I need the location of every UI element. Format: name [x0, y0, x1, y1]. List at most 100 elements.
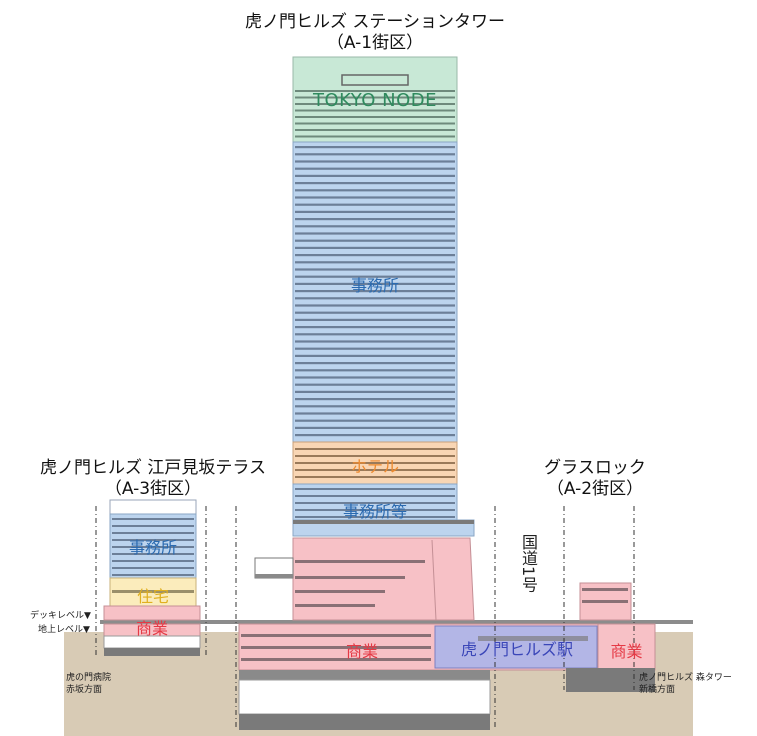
tower-top-section [292, 56, 458, 143]
floor-line [241, 634, 431, 637]
floor-line [112, 553, 194, 555]
floor-line [295, 167, 455, 170]
floor-line [295, 412, 455, 415]
terrace-commercial-label: 商業 [135, 619, 168, 638]
left-note-line1: 虎の門病院 [66, 673, 112, 683]
right-note-line2: 新橋方面 [639, 685, 676, 695]
floor-line [241, 658, 431, 661]
floor-line [295, 129, 455, 131]
floor-line [295, 462, 455, 464]
floor-line [295, 383, 455, 386]
floor-line [295, 560, 425, 563]
edomizaka-terrace-title-line1: 虎ノ門ヒルズ 江戸見坂テラス [39, 458, 267, 478]
floor-line [112, 525, 194, 527]
floor-line [295, 604, 375, 607]
floor-line [295, 90, 455, 92]
floor-line [112, 532, 194, 534]
floor-line [295, 122, 455, 125]
tower-commercial-label: 商業 [345, 642, 378, 661]
floor-line [295, 203, 455, 206]
route1-label: 国道1号 [519, 534, 538, 593]
glass-rock-title-line2: （A-2街区） [546, 479, 644, 499]
floor-line [295, 116, 455, 118]
floor-line [295, 246, 455, 249]
station-label: 虎ノ門ヒルズ駅 [460, 640, 573, 659]
deck-level-marker: デッキレベル▼ [30, 611, 91, 621]
station-tower [254, 56, 475, 621]
glass-rock-title-line1: グラスロック [544, 458, 646, 478]
floor-line [295, 376, 455, 379]
floor-line [295, 218, 455, 221]
edomizaka-terrace-title: 虎ノ門ヒルズ 江戸見坂テラス （A-3街区） [18, 458, 288, 500]
edomizaka-terrace-building [103, 499, 201, 656]
floor-line [295, 398, 455, 401]
floor-line [295, 495, 455, 497]
floor-line [295, 311, 455, 314]
floor-line [295, 333, 455, 336]
floor-line [295, 318, 455, 321]
tower-hotel-label: ホテル [350, 457, 399, 476]
floor-line [295, 347, 455, 350]
floor-line [112, 518, 194, 520]
glass-rock-building [566, 582, 656, 692]
floor-line [112, 546, 194, 548]
floor-line [295, 419, 455, 422]
right-note-line1: 虎ノ門ヒルズ 森タワー [639, 673, 732, 683]
floor-line [295, 590, 385, 593]
floor-line [295, 390, 455, 393]
floor-line [295, 369, 455, 372]
floor-line [112, 539, 194, 541]
floor-line [295, 103, 455, 105]
floor-line [295, 282, 455, 285]
floor-line [295, 146, 455, 149]
floor-line [295, 210, 455, 213]
floor-line [295, 448, 455, 450]
floor-line [295, 516, 455, 518]
floor-line [295, 488, 455, 490]
terrace-office-label: 事務所 [128, 538, 177, 557]
floor-line [112, 574, 194, 576]
floor-line [295, 426, 455, 429]
floor-line [295, 153, 455, 156]
station-tower-title: 虎ノ門ヒルズ ステーションタワー （A-1街区） [215, 12, 535, 54]
floor-line [295, 174, 455, 177]
floor-line [295, 261, 455, 264]
floor-line [295, 326, 455, 329]
floor-line [295, 576, 405, 579]
floor-line [295, 268, 455, 271]
station-tower-title-line1: 虎ノ門ヒルズ ステーションタワー [244, 12, 506, 32]
floor-line [295, 502, 455, 504]
floor-line [295, 476, 455, 478]
glass-rock-title: グラスロック （A-2街区） [520, 458, 670, 500]
floor-line [295, 340, 455, 343]
floor-line [295, 225, 455, 228]
floor-line [295, 96, 455, 99]
floor-line [295, 160, 455, 163]
floor-line [295, 196, 455, 199]
floor-line [295, 254, 455, 257]
floor-line [295, 232, 455, 235]
tower-crown-box [341, 74, 409, 86]
tower-office-label: 事務所 [350, 276, 399, 295]
floor-line [295, 354, 455, 357]
terrace-residence-label: 住宅 [136, 587, 169, 606]
tokyo-node-label: TOKYO NODE [312, 90, 438, 111]
tower-office-etc-label: 事務所等 [342, 502, 407, 521]
floor-line [295, 290, 455, 293]
floor-line [295, 455, 455, 457]
floor-line [295, 275, 455, 278]
floor-line [295, 297, 455, 300]
ground-level-marker: 地上レベル▼ [38, 625, 90, 635]
floor-line [295, 182, 455, 185]
station-tower-title-line2: （A-1街区） [326, 33, 424, 53]
floor-line [295, 135, 455, 138]
left-direction-note: 虎の門病院 赤坂方面 [66, 672, 111, 696]
deck-level-line [100, 620, 693, 624]
floor-line [295, 362, 455, 365]
station-box [434, 625, 598, 669]
floor-line [295, 434, 455, 437]
floor-line [112, 567, 194, 569]
floor-line [295, 189, 455, 192]
floor-line [295, 509, 455, 511]
